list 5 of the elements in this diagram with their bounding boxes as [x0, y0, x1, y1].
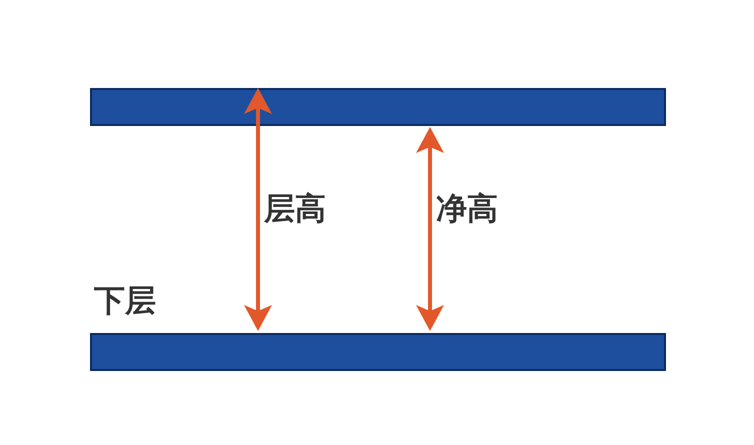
dimension-label: 净高 — [436, 194, 498, 225]
floor-label: 下层 — [94, 286, 156, 317]
floor-slab — [90, 88, 666, 126]
dimension-label: 层高 — [264, 194, 326, 225]
floor-slab — [90, 333, 666, 371]
